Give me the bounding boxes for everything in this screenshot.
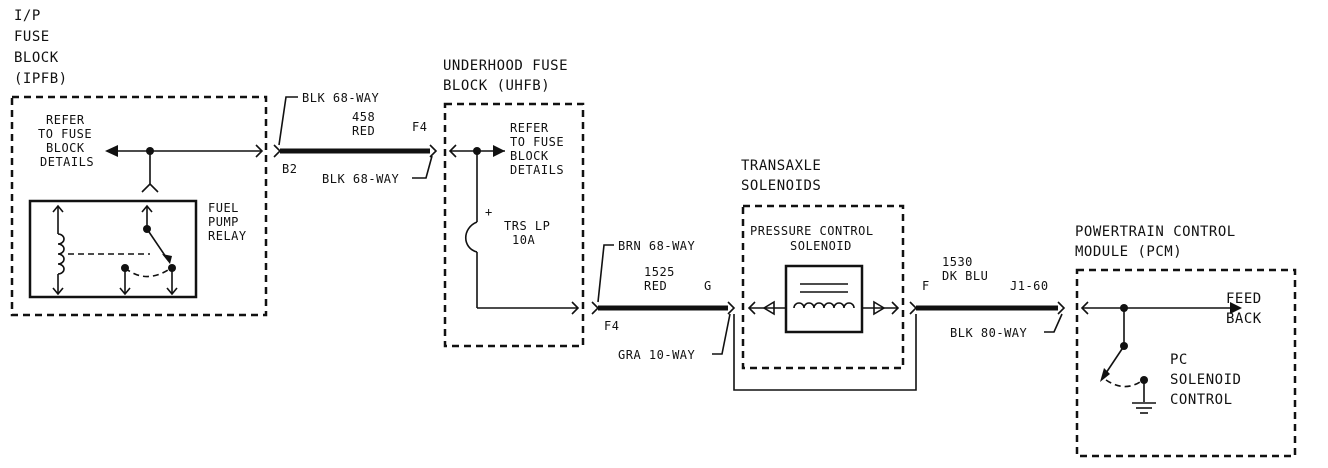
feedback-label-line-2: BACK	[1226, 311, 1262, 327]
relay-label-line-1: FUEL	[208, 201, 239, 215]
conn1-bottom-label: BLK 68-WAY	[322, 172, 400, 186]
solenoid-label-line-2: SOLENOID	[790, 239, 852, 253]
ipfb-title-line-2: FUSE	[14, 29, 50, 45]
solenoid-left-arrow	[762, 300, 775, 316]
ipfb-box	[10, 95, 268, 317]
feedback-arrow	[1230, 302, 1242, 314]
conn3-pin-right: J1-60	[1010, 279, 1049, 293]
relay-label-line-2: PUMP	[208, 215, 239, 229]
ipfb-section: I/P FUSE BLOCK (IPFB) REFER TO FUSE BLOC…	[10, 8, 268, 317]
pressure-control-solenoid-icon	[784, 264, 864, 334]
pcm-title-line-1: POWERTRAIN CONTROL	[1075, 224, 1236, 240]
circuit-458: BLK 68-WAY 458 RED F4 B2 BLK 68-WAY	[273, 91, 438, 186]
conn2-right-chevron	[727, 301, 736, 315]
relay-coil-icon	[52, 204, 65, 296]
conn2-wire-color: RED	[644, 279, 667, 293]
trs-lp-fuse-icon	[464, 221, 478, 253]
ipfb-title-line-4: (IPFB)	[14, 71, 68, 87]
ipfb-refer-line-1: REFER	[46, 113, 85, 127]
conn1-bottom-leader	[412, 155, 433, 179]
uhfb-refer-line-3: BLOCK	[510, 149, 549, 163]
uhfb-refer-line-2: TO FUSE	[510, 135, 564, 149]
conn1-left-chevron	[273, 144, 282, 158]
ipfb-exit-chevron	[255, 144, 264, 158]
feedback-label-line-1: FEED	[1226, 291, 1262, 307]
solenoid-left-chevron-outer	[747, 301, 756, 315]
uhfb-exit-chevron	[571, 301, 580, 315]
conn3-pin-left: F	[922, 279, 930, 293]
conn3-right-chevron	[1057, 301, 1066, 315]
uhfb-refer-line-1: REFER	[510, 121, 549, 135]
conn1-wire-color: RED	[352, 124, 375, 138]
solenoid-label-line-1: PRESSURE CONTROL	[750, 224, 874, 238]
fuse-label-line-2: 10A	[512, 233, 535, 247]
uhfb-title-line-2: BLOCK (UHFB)	[443, 78, 550, 94]
transaxle-section: TRANSAXLE SOLENOIDS PRESSURE CONTROL SOL…	[741, 158, 905, 370]
conn2-bottom-leader	[712, 313, 731, 355]
conn2-pin-right: G	[704, 279, 712, 293]
fuse-plus-mark: +	[485, 205, 493, 219]
pcm-title-line-2: MODULE (PCM)	[1075, 244, 1182, 260]
conn1-top-leader	[278, 96, 298, 146]
solenoid-right-chevron-outer	[891, 301, 900, 315]
uhfb-section: UNDERHOOD FUSE BLOCK (UHFB) REFER TO FUS…	[443, 58, 585, 348]
conn3-bottom-label: BLK 80-WAY	[950, 326, 1028, 340]
relay-label-line-3: RELAY	[208, 229, 247, 243]
conn2-left-chevron	[591, 301, 600, 315]
pc-control-line-2: SOLENOID	[1170, 372, 1241, 388]
conn1-pin-left: B2	[282, 162, 297, 176]
conn1-circuit-number: 458	[352, 110, 375, 124]
conn1-top-label: BLK 68-WAY	[302, 91, 380, 105]
circuit-1525: BRN 68-WAY 1525 RED G F4 GRA 10-WAY	[591, 239, 917, 391]
conn2-circuit-number: 1525	[644, 265, 675, 279]
transaxle-title-line-1: TRANSAXLE	[741, 158, 821, 174]
ipfb-title-line-3: BLOCK	[14, 50, 59, 66]
pc-solenoid-driver-switch-icon	[1100, 308, 1148, 388]
conn2-top-leader	[597, 244, 614, 303]
transaxle-connector-housing	[733, 314, 917, 391]
uhfb-box	[443, 102, 585, 348]
ipfb-refer-line-4: DETAILS	[40, 155, 94, 169]
conn3-circuit-number: 1530	[942, 255, 973, 269]
uhfb-refer-arrow	[493, 145, 505, 157]
circuit-1530: F 1530 DK BLU J1-60 BLK 80-WAY	[909, 255, 1066, 340]
ipfb-refer-line-2: TO FUSE	[38, 127, 92, 141]
transaxle-title-line-2: SOLENOIDS	[741, 178, 821, 194]
pcm-box	[1075, 268, 1297, 458]
uhfb-entry-chevron	[448, 144, 457, 158]
uhfb-title-line-1: UNDERHOOD FUSE	[443, 58, 568, 74]
solenoid-coil-icon	[793, 302, 855, 309]
conn2-top-label: BRN 68-WAY	[618, 239, 696, 253]
conn2-pin-left: F4	[604, 319, 619, 333]
ipfb-refer-line-3: BLOCK	[46, 141, 85, 155]
fuse-label-line-1: TRS LP	[504, 219, 550, 233]
conn3-left-chevron	[909, 301, 918, 315]
uhfb-refer-line-4: DETAILS	[510, 163, 564, 177]
ipfb-title-line-1: I/P	[14, 8, 41, 24]
transaxle-box	[741, 204, 905, 370]
solenoid-right-arrow	[873, 300, 886, 316]
conn3-bottom-leader	[1044, 313, 1063, 333]
pc-control-line-3: CONTROL	[1170, 392, 1233, 408]
fuel-pump-relay-box	[28, 199, 198, 299]
conn1-right-chevron	[429, 144, 438, 158]
pcm-section: POWERTRAIN CONTROL MODULE (PCM) FEED BAC…	[1075, 224, 1297, 458]
conn1-pin-right: F4	[412, 120, 427, 134]
relay-switch-icon	[119, 204, 178, 296]
pcm-entry-chevron	[1080, 301, 1089, 315]
conn3-wire-color: DK BLU	[942, 269, 988, 283]
ground-icon	[1132, 380, 1156, 414]
ipfb-refer-arrow	[105, 145, 118, 157]
conn2-bottom-label: GRA 10-WAY	[618, 348, 696, 362]
pc-control-line-1: PC	[1170, 352, 1188, 368]
ipfb-connector-chevron	[141, 182, 159, 193]
